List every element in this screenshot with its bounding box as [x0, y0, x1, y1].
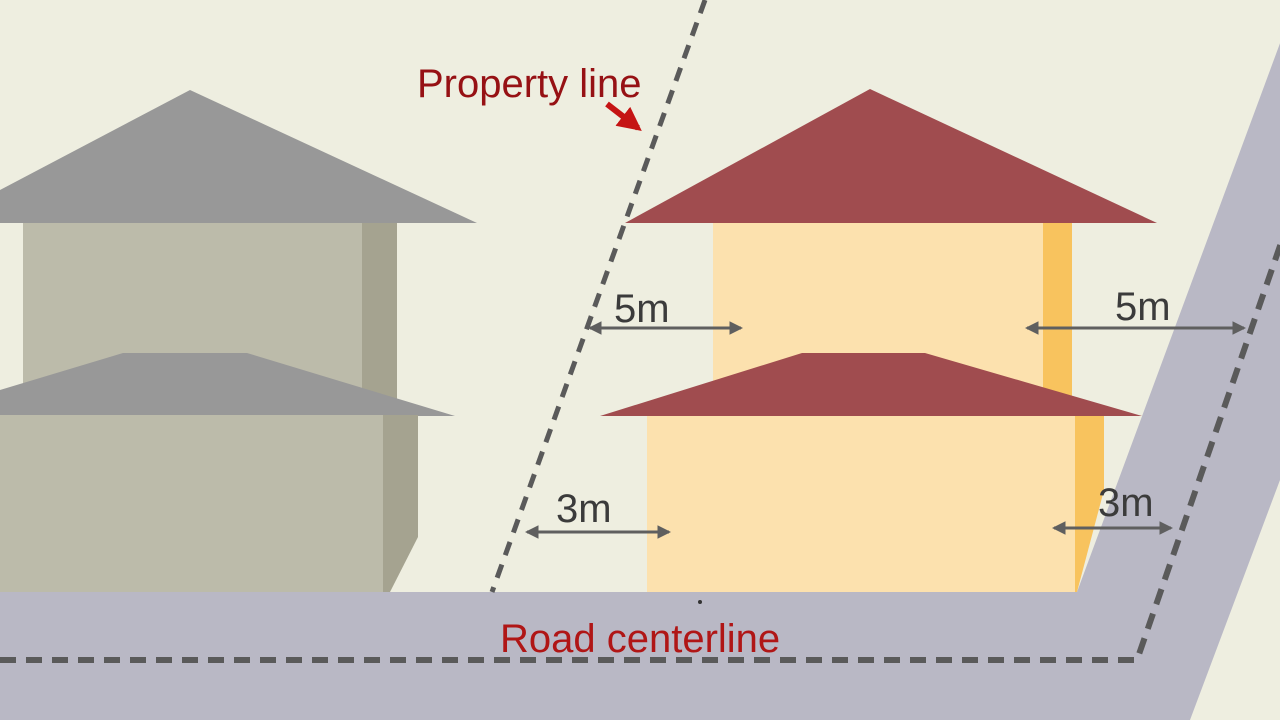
- left-house-lower-wall-side: [383, 415, 418, 592]
- left-house: [0, 90, 477, 592]
- setback-label-upper-left: 5m: [614, 287, 670, 331]
- setback-label-upper-right: 5m: [1115, 285, 1171, 329]
- setback-label-lower-left: 3m: [556, 487, 612, 531]
- setback-label-lower-right: 3m: [1098, 481, 1154, 525]
- road-centerline-label: Road centerline: [500, 617, 780, 661]
- left-house-lower-roof: [0, 353, 455, 416]
- right-house-upper-roof: [625, 89, 1157, 223]
- road-centerline: [0, 236, 1280, 663]
- right-house-lower-wall: [647, 416, 1075, 592]
- left-house-lower-wall: [0, 415, 383, 592]
- left-house-upper-roof: [0, 90, 477, 223]
- property-line-label: Property line: [417, 62, 642, 106]
- right-house-lower-wall-side: [1075, 416, 1104, 592]
- speck: [698, 600, 702, 604]
- left-house-upper-wall-side: [362, 223, 397, 415]
- property-line: [489, 0, 708, 593]
- right-house: [600, 89, 1157, 592]
- right-house-lower-roof: [600, 353, 1142, 416]
- right-house-upper-wall-side: [1043, 223, 1072, 416]
- property-line-pointer-arrow: [605, 101, 642, 131]
